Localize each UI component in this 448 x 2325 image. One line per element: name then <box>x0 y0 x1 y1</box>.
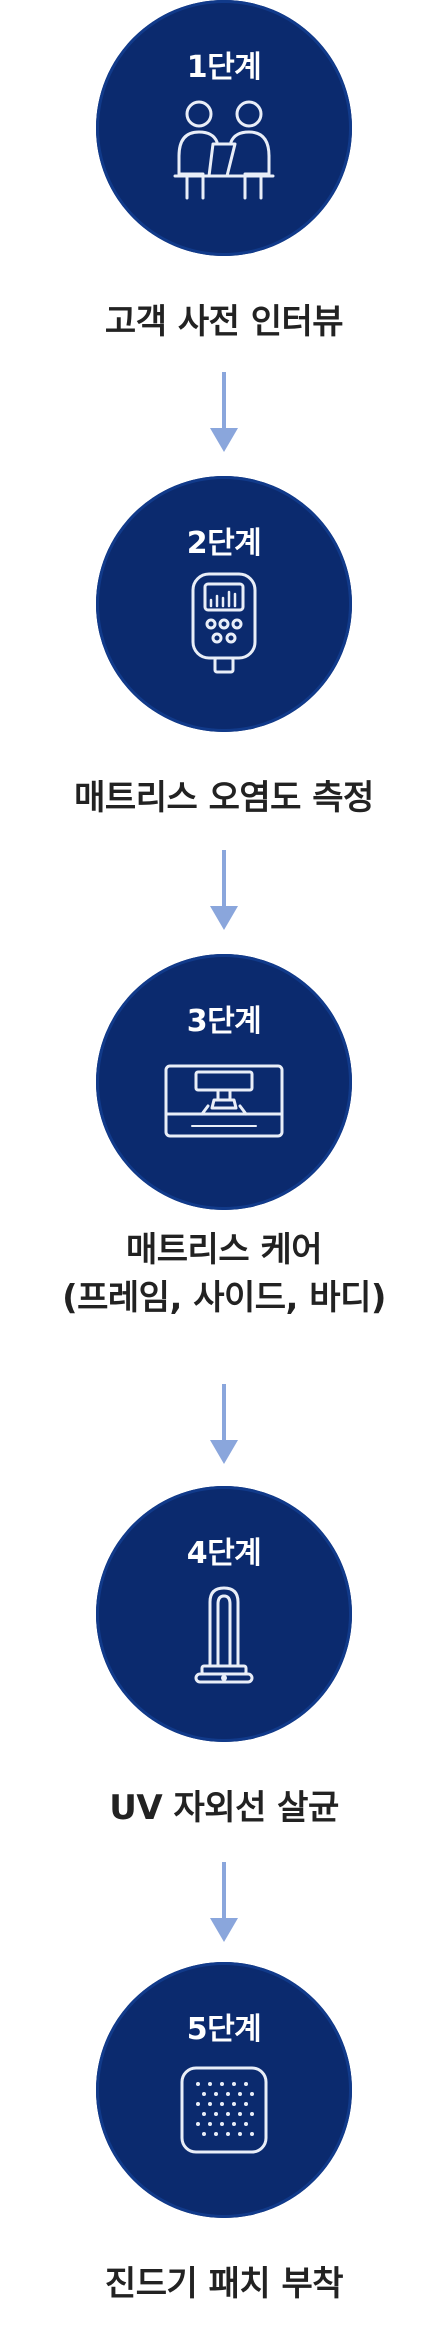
down-arrow-icon <box>210 1862 238 1942</box>
step-number-label: 5단계 <box>186 2012 262 2047</box>
step-number-label: 4단계 <box>186 1536 262 1571</box>
step-caption-line: UV 자외선 살균 <box>109 1788 339 1828</box>
step-caption: 진드기 패치 부착 <box>0 2260 448 2308</box>
step-caption: 고객 사전 인터뷰 <box>0 298 448 346</box>
step-caption-line: 고객 사전 인터뷰 <box>104 302 344 342</box>
mattress-cleaning-machine-icon <box>160 1046 288 1158</box>
step-caption: 매트리스 케어 (프레임, 사이드, 바디) <box>0 1226 448 1322</box>
step-circle: 5단계 <box>96 1962 352 2218</box>
contamination-meter-icon <box>160 568 288 680</box>
step-circle: 3단계 <box>96 954 352 1210</box>
step-caption-line: 진드기 패치 부착 <box>104 2264 344 2304</box>
step-caption-line: 매트리스 케어 <box>125 1230 323 1270</box>
step-number-label: 3단계 <box>186 1004 262 1039</box>
step-number-label: 1단계 <box>186 50 262 85</box>
uv-lamp-icon <box>160 1578 288 1690</box>
step-caption: UV 자외선 살균 <box>0 1784 448 1832</box>
tick-patch-icon <box>160 2054 288 2166</box>
down-arrow-icon <box>210 850 238 930</box>
step-caption: 매트리스 오염도 측정 <box>0 774 448 822</box>
step-number-label: 2단계 <box>186 526 262 561</box>
down-arrow-icon <box>210 372 238 452</box>
step-circle: 1단계 <box>96 0 352 256</box>
step-caption-line: 매트리스 오염도 측정 <box>74 778 374 818</box>
step-circle: 2단계 <box>96 476 352 732</box>
step-circle: 4단계 <box>96 1486 352 1742</box>
step-caption-line: (프레임, 사이드, 바디) <box>62 1278 386 1318</box>
consultation-icon <box>160 92 288 204</box>
down-arrow-icon <box>210 1384 238 1464</box>
